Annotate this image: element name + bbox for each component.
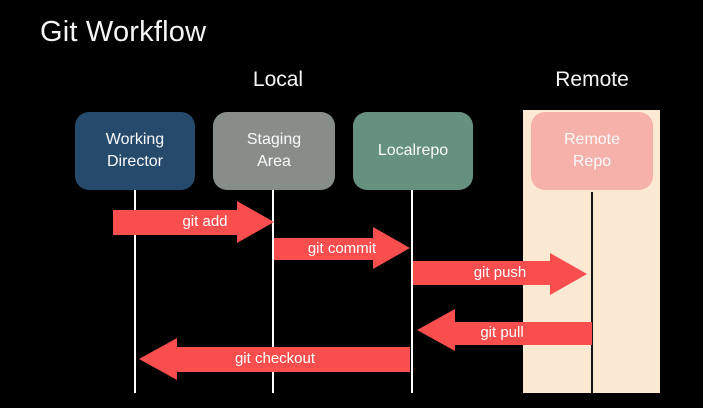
arrow-git-add-label: git add [182,213,228,230]
lifeline-working-directory [134,190,136,393]
lifeline-remote-repo [591,192,593,393]
arrow-git-commit-body [274,238,373,260]
arrow-git-checkout-label: git checkout [234,350,316,367]
arrow-git-pull-label: git pull [480,324,524,341]
arrow-git-pull-head-left-icon [417,309,455,351]
group-header-remote: Remote [555,68,629,91]
arrow-git-add-body [113,210,237,235]
arrow-git-pull-body [455,322,592,345]
arrow-git-push-head-right-icon [550,253,587,295]
arrow-git-commit-label: git commit [307,240,377,257]
group-header-local: Local [252,68,304,91]
node-staging-area: Staging Area [213,112,335,190]
arrow-git-checkout-head-left-icon [139,338,177,380]
arrow-git-push-body [413,261,550,285]
arrow-git-push-label: git push [473,264,527,281]
lifeline-local-repo [411,190,413,393]
arrow-git-add-head-right-icon [237,201,274,243]
lifeline-staging-area [272,190,274,393]
node-remote-repo: Remote Repo [531,112,653,190]
node-local-repo: Localrepo [353,112,473,190]
page-title: Git Workflow [40,16,207,48]
arrow-git-checkout-body [177,347,410,372]
node-working-directory: Working Director [75,112,195,190]
arrow-git-commit-head-right-icon [373,227,410,269]
